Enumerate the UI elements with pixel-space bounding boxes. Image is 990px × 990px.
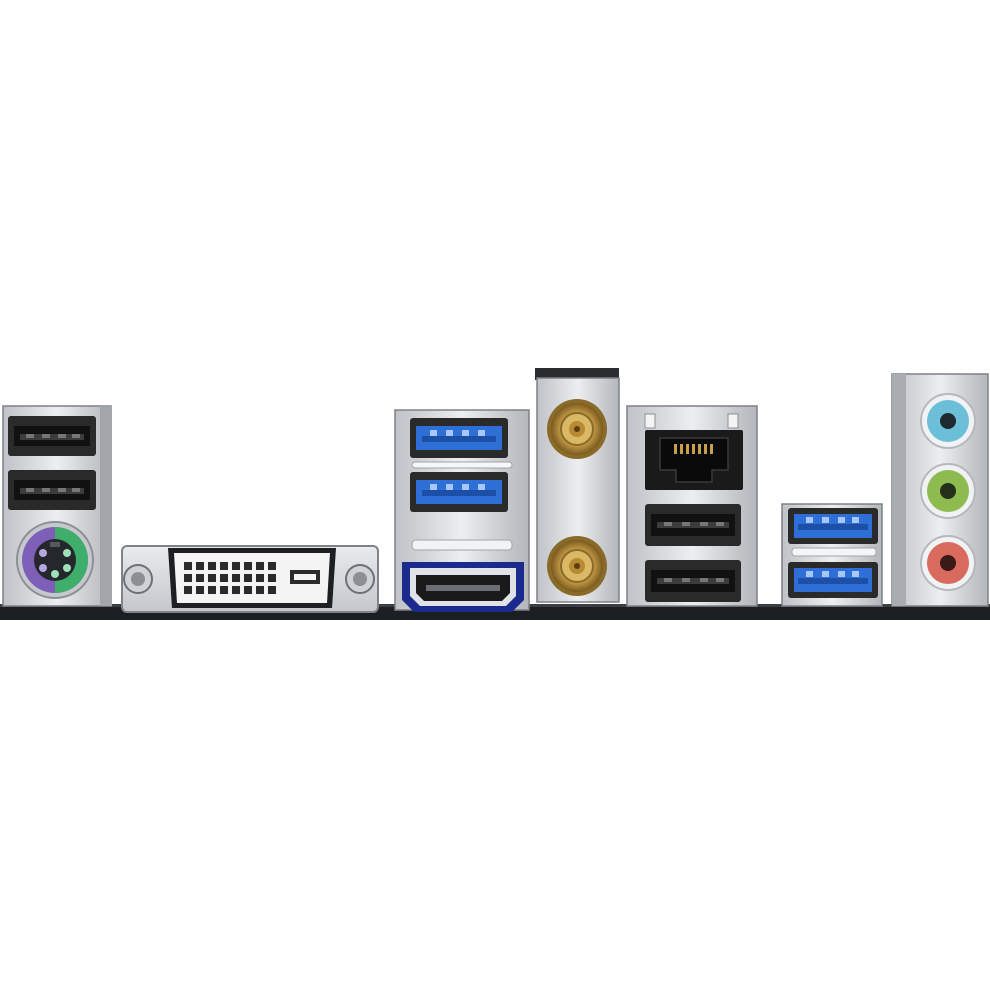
wifi-antenna-bracket [535, 368, 620, 603]
usb3-hdmi-stack [394, 409, 530, 612]
audio-mic-in-icon [920, 535, 976, 591]
left-port-stack [2, 405, 112, 607]
hdmi-port-icon [402, 562, 524, 612]
audio-line-out-icon [920, 463, 976, 519]
antenna-connector-icon [547, 399, 607, 459]
dvi-port-icon [121, 545, 379, 613]
usb3-port-icon [788, 508, 878, 544]
usb3-right-stack [781, 503, 883, 607]
lan-usb-stack [626, 405, 758, 607]
audio-line-in-icon [920, 393, 976, 449]
usb2-port-icon [645, 560, 741, 602]
usb3-port-icon [410, 472, 508, 512]
ethernet-port-icon [645, 430, 743, 490]
usb3-port-icon [788, 562, 878, 598]
usb2-port-icon [8, 470, 96, 510]
audio-jack-stack [891, 373, 989, 607]
ps2-port-icon [16, 521, 94, 599]
usb2-port-icon [8, 416, 96, 456]
antenna-connector-icon [547, 536, 607, 596]
usb2-port-icon [645, 504, 741, 546]
usb3-port-icon [410, 418, 508, 458]
